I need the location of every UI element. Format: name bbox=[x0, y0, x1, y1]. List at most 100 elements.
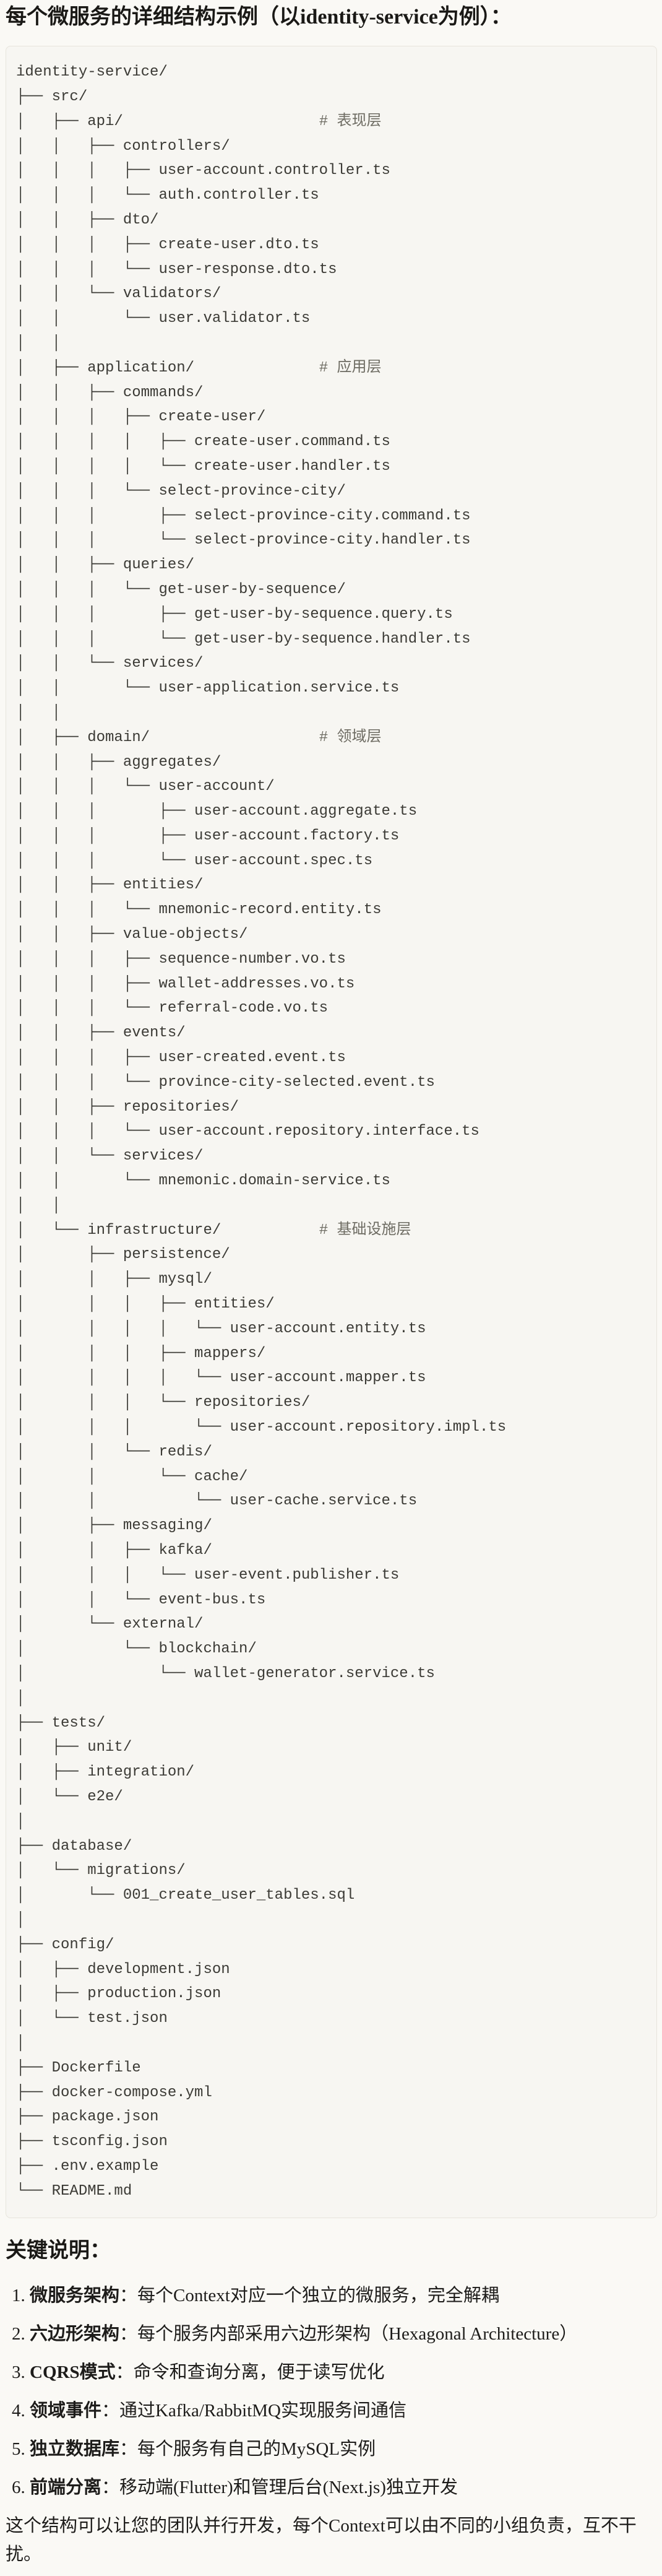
tree-line: │ │ │ ├── user-account.aggregate.ts bbox=[16, 803, 418, 820]
tree-line: │ │ └── cache/ bbox=[16, 1468, 248, 1485]
tree-line: │ │ bbox=[16, 704, 61, 721]
tree-comment: # 领域层 bbox=[319, 729, 382, 746]
tree-line: │ │ ├── kafka/ bbox=[16, 1542, 212, 1559]
tree-line: │ │ │ │ └── user-account.mapper.ts bbox=[16, 1369, 426, 1387]
tree-line: │ │ │ └── user-account.repository.interf… bbox=[16, 1123, 479, 1140]
tree-line: │ │ bbox=[16, 334, 61, 352]
tree-line: │ bbox=[16, 1689, 25, 1707]
closing-paragraph: 这个结构可以让您的团队并行开发，每个Context可以由不同的小组负责，互不干扰… bbox=[6, 2515, 637, 2564]
note-term: 独立数据库 bbox=[30, 2439, 120, 2459]
tree-line: │ │ │ ├── create-user.dto.ts bbox=[16, 236, 319, 253]
tree-line: │ │ │ ├── get-user-by-sequence.query.ts bbox=[16, 605, 453, 623]
tree-line: │ │ │ │ └── create-user.handler.ts bbox=[16, 458, 390, 475]
tree-line: ├── docker-compose.yml bbox=[16, 2084, 212, 2101]
tree-line: │ │ │ ├── user-created.event.ts bbox=[16, 1049, 346, 1067]
tree-line: identity-service/ bbox=[16, 64, 168, 81]
directory-tree-code-block: identity-service/ ├── src/ │ ├── api/ # 表现… bbox=[6, 46, 657, 2218]
tree-comment: # 应用层 bbox=[319, 359, 382, 376]
note-number: 4. bbox=[12, 2400, 30, 2421]
tree-line: │ │ └── services/ bbox=[16, 655, 204, 672]
tree-line: ├── Dockerfile bbox=[16, 2059, 141, 2076]
note-text: ：通过Kafka/RabbitMQ实现服务间通信 bbox=[101, 2400, 406, 2421]
tree-line: │ │ └── validators/ bbox=[16, 285, 221, 303]
tree-line: ├── src/ bbox=[16, 88, 88, 105]
tree-line: │ │ │ └── repositories/ bbox=[16, 1394, 311, 1412]
tree-line: │ └── wallet-generator.service.ts bbox=[16, 1665, 435, 1682]
note-term: 前端分离 bbox=[30, 2477, 102, 2497]
tree-line: │ │ │ └── user-account.repository.impl.t… bbox=[16, 1419, 507, 1436]
tree-line: │ │ ├── events/ bbox=[16, 1025, 186, 1042]
note-number: 5. bbox=[12, 2439, 30, 2459]
key-note-item: 2. 六边形架构：每个服务内部采用六边形架构（Hexagonal Archite… bbox=[12, 2320, 657, 2348]
tree-line: │ │ ├── mysql/ bbox=[16, 1271, 212, 1288]
tree-comment: # 表现层 bbox=[319, 113, 382, 130]
tree-line: │ │ │ ├── wallet-addresses.vo.ts bbox=[16, 975, 355, 992]
tree-line: │ │ └── user-application.service.ts bbox=[16, 680, 400, 697]
key-note-item: 1. 微服务架构：每个Context对应一个独立的微服务，完全解耦 bbox=[12, 2281, 657, 2310]
tree-line: │ │ │ ├── mappers/ bbox=[16, 1345, 266, 1362]
tree-line: │ │ │ │ └── user-account.entity.ts bbox=[16, 1320, 426, 1337]
tree-line: │ ├── development.json bbox=[16, 1961, 230, 1978]
tree-line: │ └── 001_create_user_tables.sql bbox=[16, 1887, 355, 1904]
tree-line: │ │ │ └── select-province-city/ bbox=[16, 482, 346, 500]
tree-line: │ ├── messaging/ bbox=[16, 1517, 212, 1535]
tree-line: │ │ │ ├── sequence-number.vo.ts bbox=[16, 950, 346, 968]
note-text: ：每个服务内部采用六边形架构（Hexagonal Architecture） bbox=[119, 2323, 578, 2344]
key-note-item: 4. 领域事件：通过Kafka/RabbitMQ实现服务间通信 bbox=[12, 2396, 657, 2425]
tree-line: │ │ │ └── user-account.spec.ts bbox=[16, 852, 373, 869]
note-number: 1. bbox=[12, 2285, 30, 2305]
tree-line: │ └── test.json bbox=[16, 2010, 168, 2027]
note-term: 领域事件 bbox=[30, 2400, 102, 2421]
tree-comment: # 基础设施层 bbox=[319, 1221, 411, 1239]
tree-line: ├── package.json bbox=[16, 2109, 159, 2126]
note-text: ：每个Context对应一个独立的微服务，完全解耦 bbox=[119, 2285, 499, 2305]
tree-line: │ │ ├── aggregates/ bbox=[16, 753, 221, 771]
note-number: 3. bbox=[12, 2362, 30, 2382]
note-term: 微服务架构 bbox=[30, 2285, 120, 2305]
key-note-item: 3. CQRS模式：命令和查询分离，便于读写优化 bbox=[12, 2358, 657, 2387]
tree-line: │ │ ├── commands/ bbox=[16, 384, 204, 401]
tree-line: │ │ │ └── referral-code.vo.ts bbox=[16, 1000, 329, 1017]
tree-line: │ └── migrations/ bbox=[16, 1862, 186, 1880]
tree-line: │ ├── unit/ bbox=[16, 1739, 132, 1756]
tree-line: │ │ │ ├── user-account.controller.ts bbox=[16, 162, 390, 180]
tree-line: │ bbox=[16, 1911, 25, 1928]
tree-line: │ │ ├── controllers/ bbox=[16, 137, 230, 155]
tree-line: │ │ ├── dto/ bbox=[16, 211, 159, 228]
tree-line: │ ├── domain/ # 领域层 bbox=[16, 729, 382, 746]
tree-line: │ │ │ │ ├── create-user.command.ts bbox=[16, 433, 390, 451]
tree-line: ├── tsconfig.json bbox=[16, 2133, 168, 2151]
note-text: ：每个服务有自己的MySQL实例 bbox=[119, 2439, 376, 2459]
tree-line: │ │ │ └── mnemonic-record.entity.ts bbox=[16, 901, 382, 919]
tree-line: │ │ ├── entities/ bbox=[16, 877, 204, 894]
key-note-item: 6. 前端分离：移动端(Flutter)和管理后台(Next.js)独立开发 bbox=[12, 2473, 657, 2502]
tree-line: │ │ │ ├── create-user/ bbox=[16, 409, 266, 426]
tree-line: │ │ │ └── get-user-by-sequence.handler.t… bbox=[16, 630, 471, 648]
key-notes-heading: 关键说明： bbox=[6, 2239, 111, 2262]
page-title: 每个微服务的详细结构示例（以identity-service为例）： bbox=[6, 6, 512, 28]
tree-line: │ │ │ └── user-account/ bbox=[16, 778, 275, 796]
tree-line: │ │ └── services/ bbox=[16, 1148, 204, 1165]
key-note-item: 5. 独立数据库：每个服务有自己的MySQL实例 bbox=[12, 2435, 657, 2463]
tree-line: │ │ ├── repositories/ bbox=[16, 1098, 239, 1116]
tree-line: │ └── external/ bbox=[16, 1616, 204, 1633]
tree-line: │ ├── integration/ bbox=[16, 1764, 195, 1781]
tree-line: │ bbox=[16, 2034, 25, 2052]
note-number: 6. bbox=[12, 2477, 30, 2497]
tree-line: │ │ bbox=[16, 1197, 61, 1214]
tree-line: │ bbox=[16, 1813, 25, 1830]
tree-line: │ │ ├── queries/ bbox=[16, 557, 195, 574]
tree-line: │ ├── persistence/ bbox=[16, 1246, 230, 1264]
note-term: 六边形架构 bbox=[30, 2323, 120, 2344]
directory-tree-code: identity-service/ ├── src/ │ ├── api/ # 表现… bbox=[16, 60, 650, 2203]
tree-line: │ │ │ ├── user-account.factory.ts bbox=[16, 827, 400, 844]
tree-line: │ ├── api/ # 表现层 bbox=[16, 113, 382, 130]
tree-line: ├── .env.example bbox=[16, 2158, 159, 2175]
tree-line: │ │ └── event-bus.ts bbox=[16, 1591, 266, 1608]
key-notes-list: 1. 微服务架构：每个Context对应一个独立的微服务，完全解耦 2. 六边形… bbox=[6, 2281, 657, 2502]
tree-line: │ ├── production.json bbox=[16, 1985, 221, 2003]
tree-line: │ │ │ ├── select-province-city.command.t… bbox=[16, 507, 471, 524]
tree-line: └── README.md bbox=[16, 2182, 132, 2200]
tree-line: │ │ │ ├── entities/ bbox=[16, 1296, 275, 1313]
tree-line: ├── database/ bbox=[16, 1837, 132, 1855]
